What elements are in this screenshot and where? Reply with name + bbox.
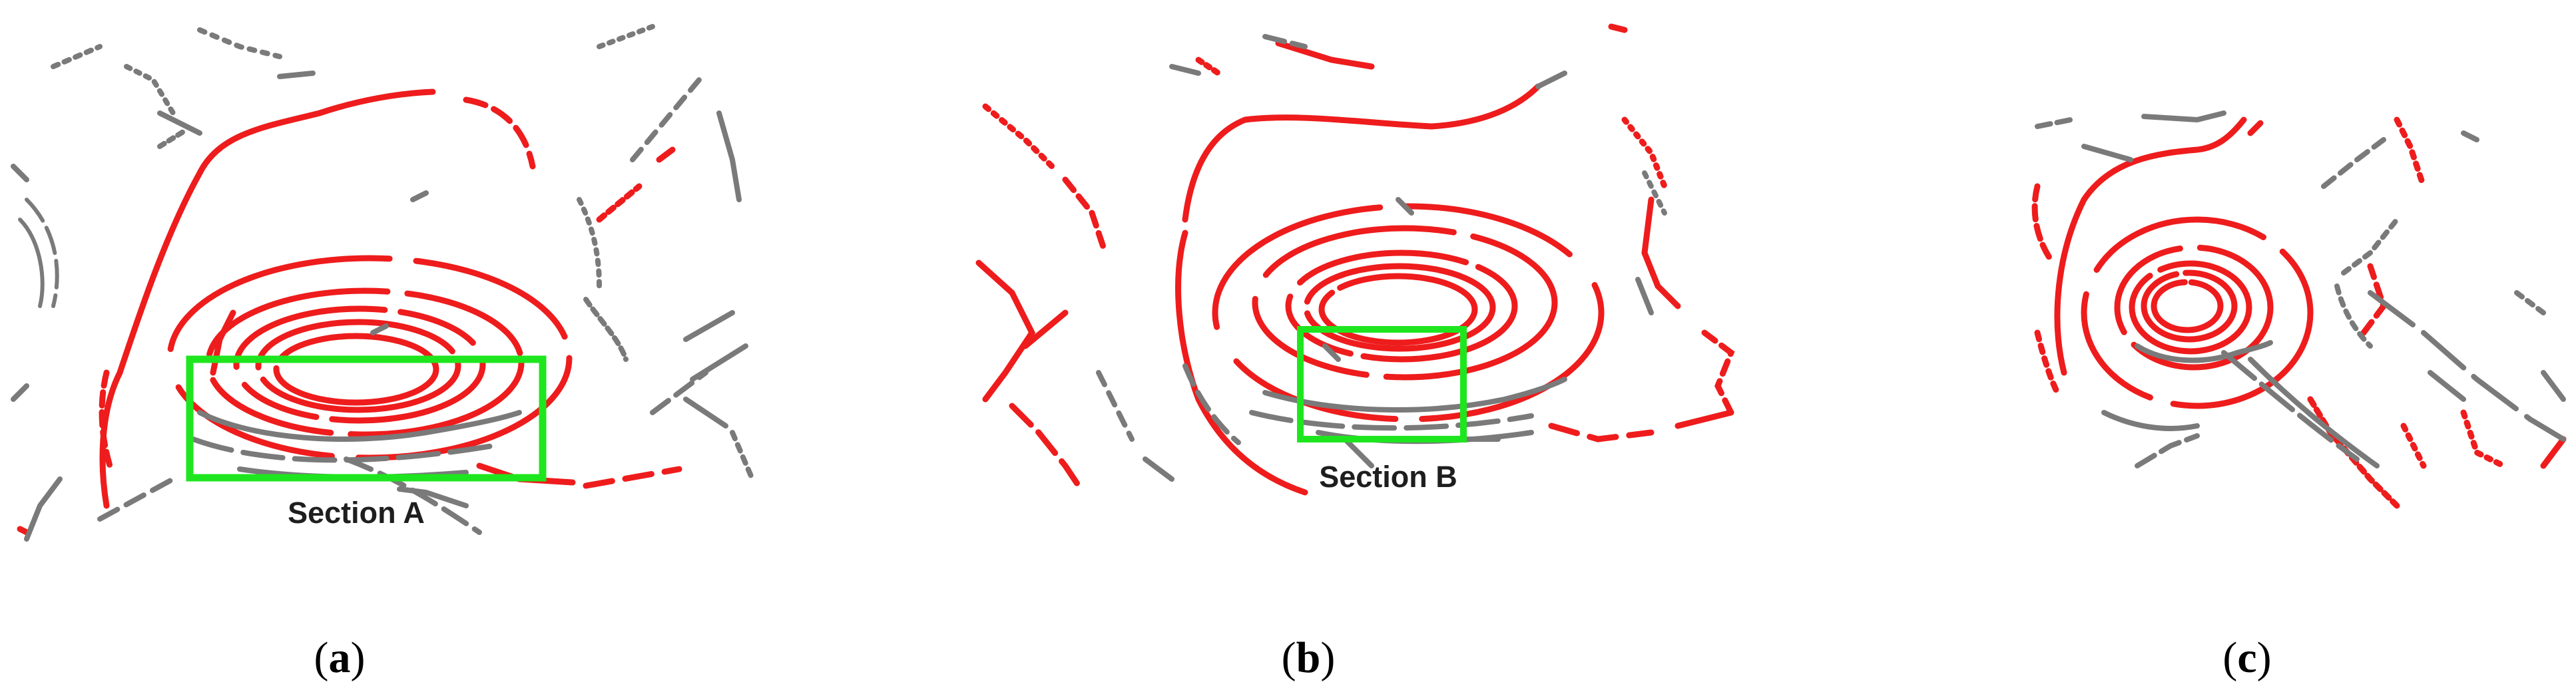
panel-b-ground-rings: [975, 23, 1735, 496]
panel-a-ground-rings: [17, 88, 682, 536]
panel-b-caption: (b): [1282, 633, 1336, 682]
panel-a-non-ground: [11, 24, 755, 542]
panel-b: Section B (b): [975, 23, 1735, 682]
panel-b-section-label: Section B: [1319, 460, 1457, 494]
panel-c: (c): [2031, 110, 2567, 682]
panel-c-ground-rings: [2031, 116, 2567, 509]
panel-a-section-box: [186, 355, 547, 482]
panel-a: Section A (a): [11, 24, 755, 682]
panel-a-caption: (a): [314, 633, 366, 682]
panel-c-caption: (c): [2222, 633, 2271, 682]
panel-b-non-ground: [1096, 34, 1667, 482]
panel-b-section-box: [1297, 326, 1467, 442]
panel-a-section-label: Section A: [288, 496, 425, 530]
panel-c-non-ground: [2035, 110, 2566, 468]
